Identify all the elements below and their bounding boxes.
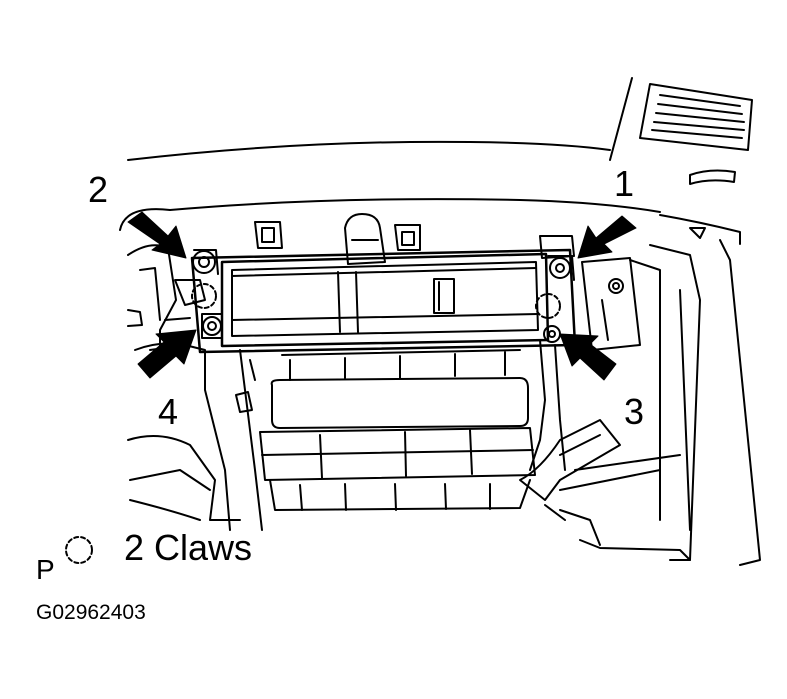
screw-3 <box>543 325 561 343</box>
top-clips <box>254 213 575 265</box>
callout-3: 3 <box>624 391 645 432</box>
legend-dashed-circle-icon <box>65 536 93 564</box>
callout-4: 4 <box>158 391 179 432</box>
dashboard-inner-line <box>169 198 661 213</box>
figure-code: G02962403 <box>36 601 146 624</box>
callout-arrows <box>127 211 637 381</box>
arrow-2 <box>127 211 187 259</box>
claw-right <box>535 293 561 319</box>
callout-2: 2 <box>88 169 109 210</box>
wiring-harness <box>519 339 681 521</box>
screw-2 <box>192 249 219 275</box>
screw-1 <box>547 255 575 281</box>
right-dash-panel <box>559 239 761 566</box>
right-bracket <box>581 257 641 351</box>
dashboard-top-line <box>127 140 611 161</box>
legend-letter: P <box>36 554 55 585</box>
callout-1: 1 <box>614 163 635 204</box>
arrow-1 <box>577 215 637 259</box>
claw-left <box>191 283 217 309</box>
lower-panel <box>235 349 536 531</box>
air-vent <box>609 77 753 245</box>
legend-label: 2 Claws <box>124 527 253 568</box>
arrow-3 <box>559 333 617 381</box>
screw-4 <box>201 313 223 339</box>
mounting-screws <box>192 249 575 343</box>
arrow-4 <box>137 329 197 379</box>
dashboard-lower-left-edge <box>119 208 171 231</box>
audio-unit-body <box>190 248 577 354</box>
